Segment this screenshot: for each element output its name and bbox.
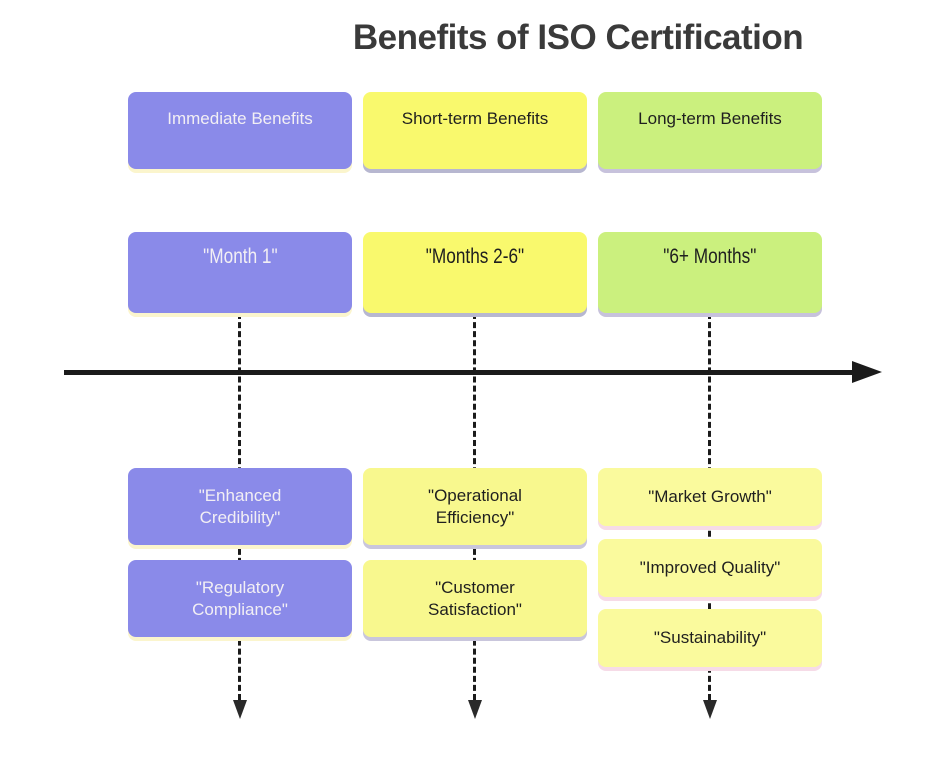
page-title: Benefits of ISO Certification bbox=[352, 18, 804, 57]
period-label: "Months 2-6" bbox=[425, 245, 525, 268]
period-label: "6+ Months" bbox=[663, 245, 757, 268]
down-arrowhead-icon bbox=[468, 700, 482, 719]
benefit-label: "Regulatory Compliance" bbox=[192, 577, 288, 619]
down-arrowhead-icon bbox=[703, 700, 717, 719]
header-box-short-term: Short-term Benefits bbox=[363, 92, 587, 169]
header-box-long-term: Long-term Benefits bbox=[598, 92, 822, 169]
benefit-box-enhanced-credibility: "Enhanced Credibility" bbox=[128, 468, 352, 545]
benefit-label: "Sustainability" bbox=[653, 628, 767, 648]
period-box-short-term: "Months 2-6" bbox=[363, 232, 587, 313]
period-box-immediate: "Month 1" bbox=[128, 232, 352, 313]
period-label: "Month 1" bbox=[202, 245, 278, 268]
header-label: Short-term Benefits bbox=[401, 109, 549, 128]
benefit-box-market-growth: "Market Growth" bbox=[598, 468, 822, 526]
benefit-label: "Enhanced Credibility" bbox=[198, 485, 282, 527]
header-box-immediate: Immediate Benefits bbox=[128, 92, 352, 169]
header-label: Long-term Benefits bbox=[638, 109, 782, 128]
benefit-box-operational-efficiency: "Operational Efficiency" bbox=[363, 468, 587, 545]
header-label: Immediate Benefits bbox=[167, 109, 313, 128]
benefit-box-customer-satisfaction: "Customer Satisfaction" bbox=[363, 560, 587, 637]
benefit-label: "Improved Quality" bbox=[639, 558, 781, 578]
benefit-box-sustainability: "Sustainability" bbox=[598, 609, 822, 667]
benefit-label: "Operational Efficiency" bbox=[428, 485, 522, 527]
timeline-axis-line bbox=[64, 370, 854, 375]
benefit-box-improved-quality: "Improved Quality" bbox=[598, 539, 822, 597]
benefit-box-regulatory-compliance: "Regulatory Compliance" bbox=[128, 560, 352, 637]
benefit-label: "Customer Satisfaction" bbox=[428, 577, 522, 619]
right-arrowhead-icon bbox=[852, 361, 882, 383]
benefit-label: "Market Growth" bbox=[648, 487, 772, 507]
period-box-long-term: "6+ Months" bbox=[598, 232, 822, 313]
down-arrowhead-icon bbox=[233, 700, 247, 719]
